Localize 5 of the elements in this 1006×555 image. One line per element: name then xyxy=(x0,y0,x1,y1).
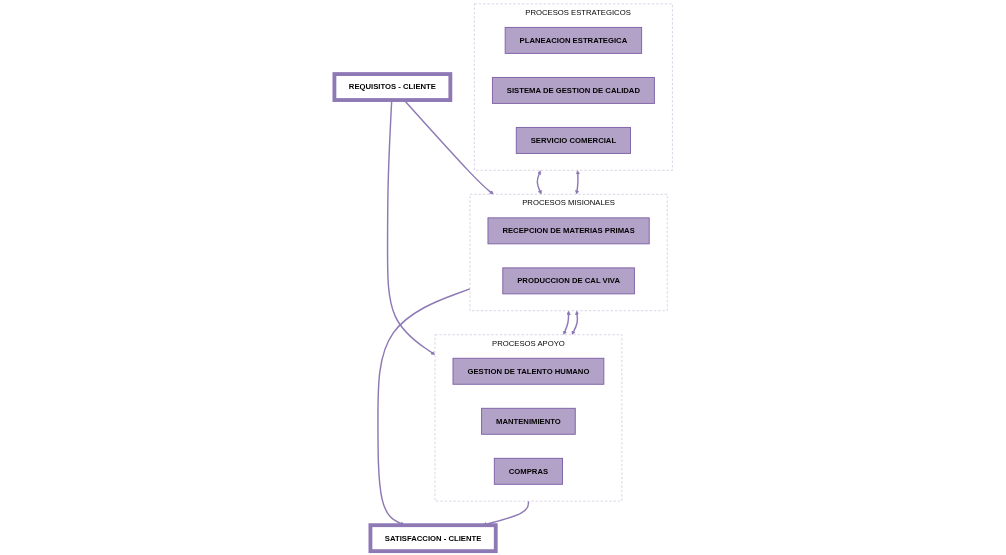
arrow xyxy=(376,288,471,526)
arrow xyxy=(562,310,571,335)
arrow xyxy=(571,310,579,335)
arrow xyxy=(574,170,580,195)
arrow xyxy=(536,170,542,195)
